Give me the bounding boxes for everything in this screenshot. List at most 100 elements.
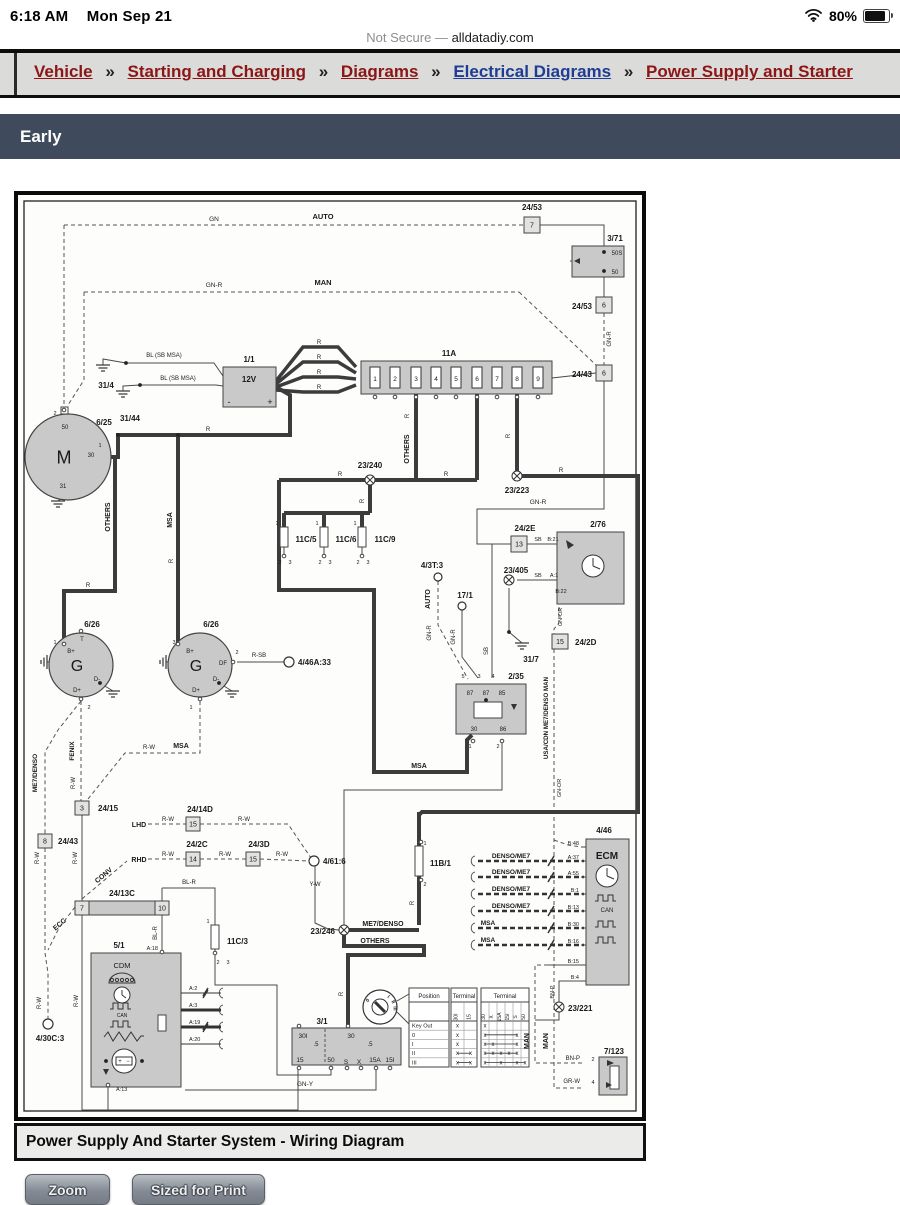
svg-text:6: 6 [602,303,606,310]
breadcrumb-separator: » [426,62,446,81]
svg-text:R-W: R-W [219,852,231,858]
wire-dashed [553,649,584,1089]
component-box [245,851,261,867]
svg-text:9: 9 [536,376,540,383]
breadcrumb-link-diagrams[interactable]: Diagrams [340,62,419,81]
svg-text:DENSO/ME7: DENSO/ME7 [492,869,531,876]
svg-text:R: R [444,472,449,478]
svg-text:17/1: 17/1 [457,591,473,600]
svg-text:1: 1 [423,841,426,847]
svg-text:BL-R: BL-R [182,880,196,886]
component-box [185,851,201,867]
svg-text:R-W: R-W [162,817,174,823]
svg-text:86: 86 [500,727,507,733]
svg-text:R: R [506,433,512,438]
svg-text:0: 0 [365,998,372,1004]
wire [277,480,474,774]
svg-text:1: 1 [206,919,209,925]
svg-text:GN-R: GN-R [530,499,547,506]
svg-text:R: R [338,472,343,478]
wire-slash [202,987,209,997]
breadcrumb-link-starting-and-charging[interactable]: Starting and Charging [127,62,307,81]
junction-dot [124,361,128,365]
svg-text:24/53: 24/53 [522,203,543,212]
svg-text:G: G [190,658,202,675]
relay-3-71 [571,245,625,278]
svg-text:Terminal: Terminal [494,994,517,1000]
svg-text:x: x [469,1051,472,1057]
breadcrumb-link-vehicle[interactable]: Vehicle [34,62,93,81]
svg-text:4: 4 [591,1080,594,1086]
svg-text:24/2C: 24/2C [186,840,208,849]
wire-slash [547,888,555,900]
wire-break-squiggle [470,905,476,917]
svg-text:AUTO: AUTO [425,589,432,609]
fuse-pin [413,394,419,400]
battery-symbol [111,1048,137,1074]
pin [175,641,181,647]
pin [159,949,165,955]
svg-text:D-: D- [94,677,100,683]
pin [230,659,236,665]
horn-icon [108,972,136,984]
wire-break-squiggle [470,939,476,951]
wire [122,384,141,391]
svg-text:2: 2 [393,376,397,383]
svg-text:R: R [169,558,175,563]
svg-text:x: x [500,1051,503,1057]
wire-dashed [44,848,49,1019]
svg-text:DENSO/ME7: DENSO/ME7 [492,903,531,910]
ground-symbol [515,642,529,650]
wire [540,224,605,246]
svg-text:II: II [412,1051,416,1057]
svg-text:x: x [456,1051,459,1057]
svg-text:GN-OR: GN-OR [558,608,564,626]
horn-dot [129,977,135,983]
fuse [450,366,462,389]
svg-text:Key Out: Key Out [412,1024,433,1030]
svg-text:2: 2 [216,960,219,966]
square-wave-icon [110,1002,131,1010]
svg-text:MSA: MSA [173,743,189,750]
svg-text:30I: 30I [454,1014,460,1021]
sized-for-print-button[interactable]: Sized for Print [132,1174,265,1205]
junction-dot [104,1059,108,1063]
svg-text:1: 1 [353,521,356,527]
svg-text:x: x [508,1051,511,1057]
pin [344,1065,350,1071]
svg-text:4/30C:3: 4/30C:3 [36,1034,65,1043]
pin [105,1082,111,1088]
breadcrumb-link-electrical-diagrams[interactable]: Electrical Diagrams [453,62,612,81]
svg-text:2: 2 [235,650,238,656]
wire [162,887,216,925]
svg-text:3: 3 [172,640,175,646]
wire [396,993,410,1002]
component-box [609,1065,620,1090]
svg-text:MSA: MSA [481,920,496,927]
svg-text:+: + [118,1059,122,1065]
component-box [279,526,289,548]
zoom-button[interactable]: Zoom [25,1174,110,1205]
svg-text:23/405: 23/405 [504,566,529,575]
wire-dashed [437,581,469,680]
svg-text:15: 15 [249,857,257,864]
pin [328,1065,334,1071]
svg-text:GN-R: GN-R [206,282,223,289]
switch-table [408,987,450,1068]
svg-text:R-W: R-W [71,777,77,789]
svg-text:R: R [206,427,211,433]
svg-text:R-W: R-W [143,745,155,751]
wire [81,915,299,1111]
svg-text:X: X [489,1015,495,1019]
svg-text:x: x [524,1060,527,1066]
url-bar[interactable]: Not Secure — alldatadiy.com [0,30,900,49]
breadcrumb-link-power-supply-and-starter[interactable]: Power Supply and Starter [646,62,853,81]
svg-text:24/2D: 24/2D [575,638,597,647]
fuse-pin [474,394,480,400]
svg-text:1: 1 [315,521,318,527]
fuse-pin [453,394,459,400]
svg-text:R-W: R-W [74,995,80,1007]
svg-text:R-W: R-W [276,852,288,858]
svg-text:5: 5 [454,376,458,383]
svg-text:MAN: MAN [524,1033,531,1049]
